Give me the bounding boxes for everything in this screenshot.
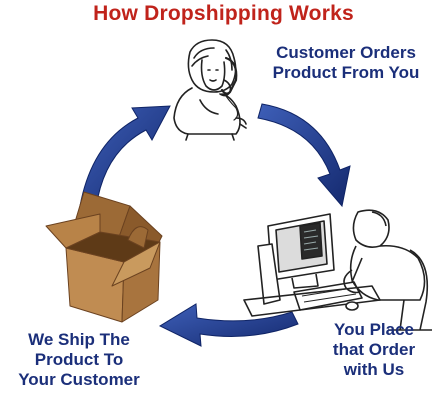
- step-label-line: You Place: [334, 320, 414, 339]
- arrow-place-to-ship: [158, 303, 299, 347]
- arrow-ship-to-order: [79, 105, 171, 209]
- computer-user-illustration: [243, 209, 432, 331]
- step-label-line: Customer Orders: [276, 43, 416, 62]
- step-label-line: with Us: [343, 360, 405, 379]
- step-label-we-ship: We Ship The Product To Your Customer: [4, 330, 154, 390]
- step-label-line: We Ship The: [28, 330, 130, 349]
- cardboard-box-illustration: [45, 191, 163, 323]
- step-label-customer-orders: Customer Orders Product From You: [248, 43, 444, 83]
- step-label-line: Your Customer: [18, 370, 140, 389]
- step-label-line: Product To: [34, 350, 124, 369]
- arrow-order-to-place: [257, 103, 351, 208]
- step-label-you-place-order: You Place that Order with Us: [310, 320, 438, 380]
- step-label-line: Product From You: [272, 63, 420, 82]
- customer-phone-illustration: [173, 39, 247, 141]
- page-title: How Dropshipping Works: [93, 2, 354, 25]
- step-label-line: that Order: [332, 340, 416, 359]
